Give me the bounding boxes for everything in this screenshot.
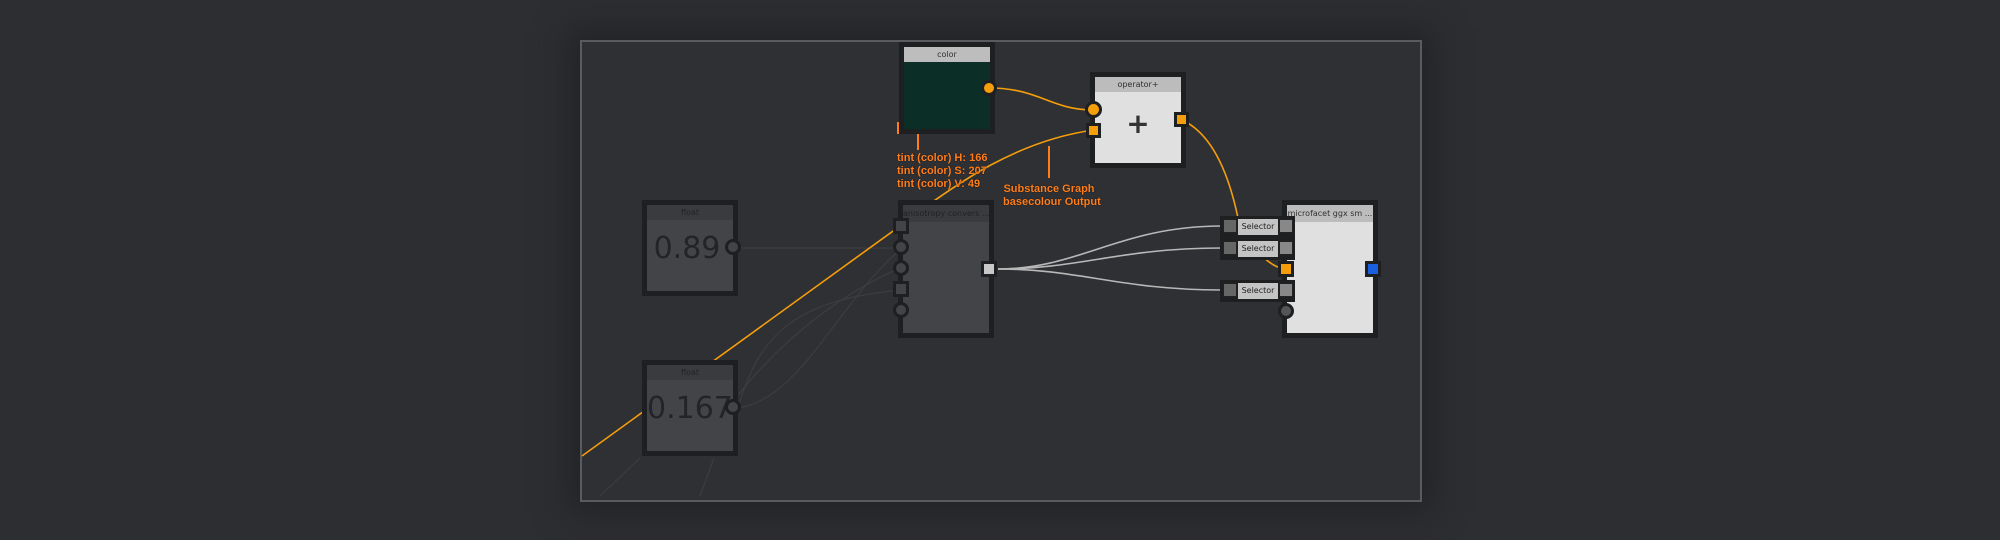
node-title: microfacet ggx sm ... [1287,205,1373,222]
selector-output-port[interactable] [1279,241,1293,255]
selector-3[interactable]: Selector [1220,280,1295,302]
output-annotation: Substance Graph basecolour Output [1003,183,1101,209]
node-title: operator+ [1095,77,1181,92]
output-line-1: Substance Graph [1003,183,1095,195]
node-title: float [647,205,733,220]
selector-2[interactable]: Selector [1220,238,1295,260]
tint-annotation: tint (color) H: 166 tint (color) S: 207 … [897,152,987,191]
selector-input-port[interactable] [1223,241,1237,255]
operator-output-port[interactable] [1174,112,1189,127]
node-title: anisotropy convers ... [903,205,989,222]
float-a-output-port[interactable] [725,239,741,255]
anisotropy-input-port-5[interactable] [893,302,909,318]
tint-s-label: tint (color) S: 207 [897,165,987,177]
node-title: float [647,365,733,380]
microfacet-input-circle-port[interactable] [1278,303,1294,319]
float-b-output-port[interactable] [725,399,741,415]
operator-plus-node[interactable]: operator+ + [1090,72,1186,168]
selector-input-port[interactable] [1223,219,1237,233]
selector-output-port[interactable] [1279,283,1293,297]
output-line-2: basecolour Output [1003,196,1101,208]
microfacet-output-port[interactable] [1365,261,1381,277]
operator-input-a-port[interactable] [1085,101,1102,118]
plus-icon: + [1126,107,1150,140]
selector-input-port[interactable] [1223,283,1237,297]
selector-output-port[interactable] [1279,219,1293,233]
tint-v-label: tint (color) V: 49 [897,178,981,190]
node-title: color [904,47,990,62]
anisotropy-input-port-3[interactable] [893,260,909,276]
selector-label: Selector [1238,283,1278,299]
microfacet-input-orange-port[interactable] [1278,261,1294,277]
microfacet-ggx-node[interactable]: microfacet ggx sm ... [1282,200,1378,338]
color-output-port[interactable] [981,80,997,96]
anisotropy-input-port-4[interactable] [893,281,909,297]
tint-h-label: tint (color) H: 166 [897,152,988,164]
float-value[interactable]: 0.89 [653,231,721,266]
float-node-b[interactable]: float 0.167 [642,360,738,456]
selector-1[interactable]: Selector [1220,216,1295,238]
anisotropy-output-port[interactable] [981,261,997,277]
selector-label: Selector [1238,241,1278,257]
float-node-a[interactable]: float 0.89 [642,200,738,296]
operator-input-b-port[interactable] [1086,123,1101,138]
anisotropy-convert-node[interactable]: anisotropy convers ... [898,200,994,338]
selector-label: Selector [1238,219,1278,235]
float-value[interactable]: 0.167 [647,391,733,426]
anisotropy-input-port-1[interactable] [893,218,909,234]
anisotropy-input-port-2[interactable] [893,239,909,255]
